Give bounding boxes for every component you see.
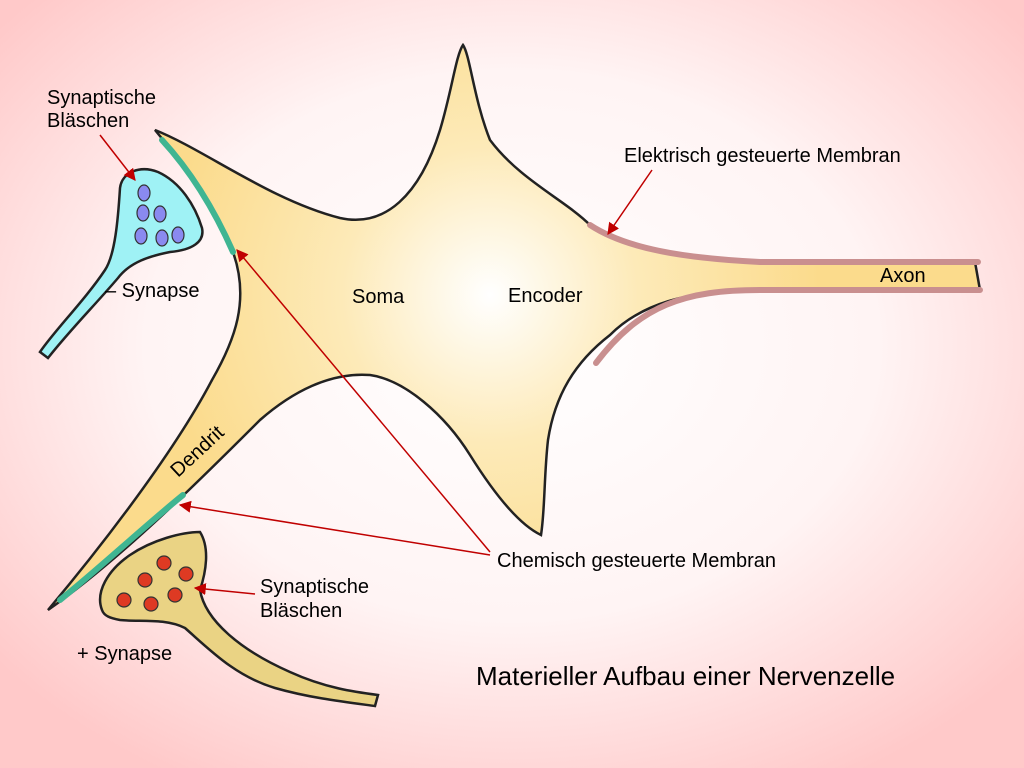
annotation-arrows: [99, 134, 653, 596]
vesicle: [134, 227, 148, 245]
page-title: Materieller Aufbau einer Nervenzelle: [476, 661, 895, 691]
vesicle: [137, 572, 153, 588]
label-encoder: Encoder: [508, 285, 583, 307]
label-vesicles-top-line1: Synaptische: [47, 87, 156, 109]
excitatory-synapse-terminal: [98, 530, 380, 708]
chemical-membrane-upper: [159, 137, 236, 255]
vesicle: [116, 592, 132, 608]
label-electrical-membrane: Elektrisch gesteuerte Membran: [624, 145, 901, 167]
arrow-chemical-membrane-upper: [236, 249, 491, 553]
label-plus-synapse: + Synapse: [77, 643, 172, 665]
vesicle: [167, 587, 183, 603]
electrical-membrane-lower: [593, 287, 983, 366]
inhibitory-vesicles: [134, 184, 185, 247]
neuron-body: [47, 42, 982, 612]
label-vesicles-bottom-line2: Bläschen: [260, 600, 342, 622]
arrow-electrical-membrane: [607, 169, 653, 235]
arrow-vesicles-bottom: [193, 583, 256, 596]
label-soma: Soma: [352, 286, 405, 308]
arrow-vesicles-top: [99, 134, 136, 181]
label-axon: Axon: [880, 265, 926, 287]
vesicle: [156, 555, 172, 571]
label-vesicles-bottom-line1: Synaptische: [260, 576, 369, 598]
label-chemical-membrane: Chemisch gesteuerte Membran: [497, 550, 776, 572]
vesicle: [136, 204, 150, 222]
excitatory-vesicles: [116, 555, 194, 612]
vesicle: [155, 229, 169, 247]
chemical-membrane-lower: [57, 492, 186, 603]
vesicle: [171, 226, 185, 244]
vesicle: [153, 205, 167, 223]
label-vesicles-top-line2: Bläschen: [47, 110, 129, 132]
vesicle: [137, 184, 151, 202]
vesicle: [143, 596, 159, 612]
electrical-membrane-upper: [587, 222, 981, 265]
vesicle: [178, 566, 194, 582]
label-minus-synapse: – Synapse: [105, 280, 200, 302]
arrow-chemical-membrane-lower: [178, 500, 491, 556]
